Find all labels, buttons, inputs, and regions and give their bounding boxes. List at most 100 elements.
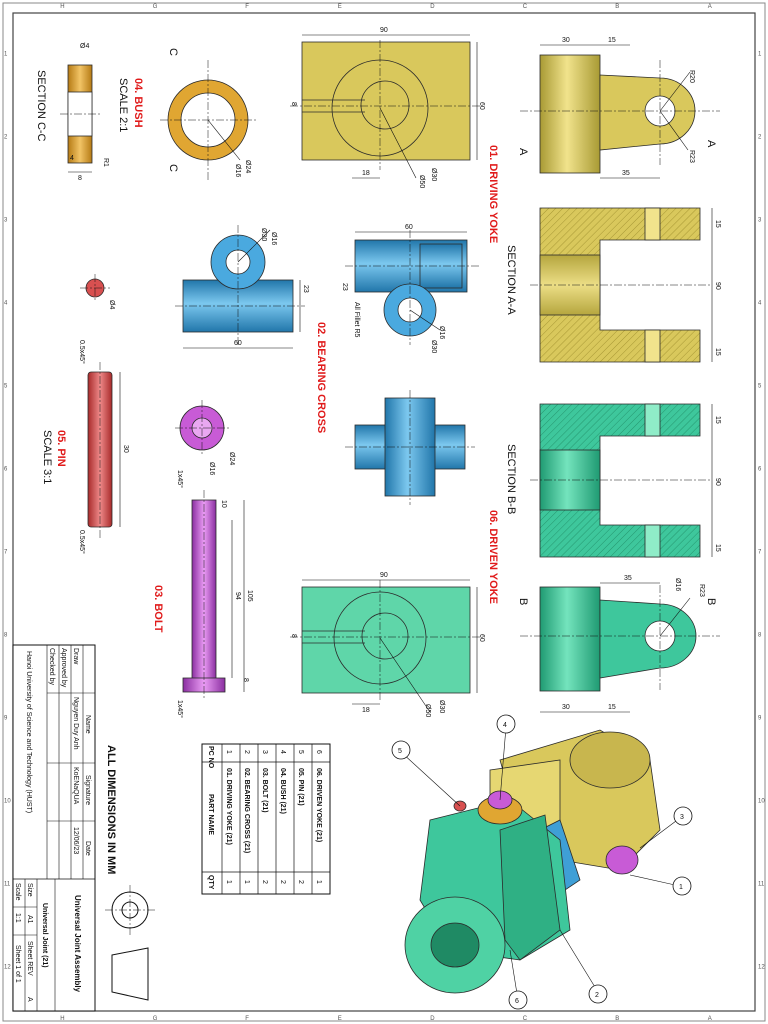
dim-dvp-60: 60 (478, 634, 485, 642)
pin-scale: SCALE 3:1 (41, 430, 53, 484)
section-bb-view: 15 90 15 SECTION B-B 06. DRIVEN YOKE (487, 403, 721, 604)
dim-sbb-15b: 15 (714, 544, 721, 552)
section-aa-label: SECTION A-A (505, 245, 517, 315)
svg-text:QTY: QTY (207, 875, 214, 890)
svg-text:2: 2 (243, 750, 250, 754)
section-bb-body (539, 403, 701, 558)
zone-letter: H (60, 4, 64, 10)
dim-dyp-60: 60 (478, 102, 485, 110)
svg-text:04. BUSH (21): 04. BUSH (21) (279, 768, 286, 814)
balloon-3: 3 (673, 806, 693, 826)
driven-yoke-hub (539, 586, 601, 692)
tb-checked-label: Checked by (48, 648, 55, 685)
tb-size-label: Size (26, 883, 33, 897)
cut-b-right: B (705, 598, 717, 605)
svg-text:6: 6 (515, 998, 519, 1005)
svg-text:3: 3 (680, 814, 684, 821)
assembly-bolt-head-b (605, 845, 639, 875)
zone-number: 5 (4, 384, 8, 390)
cut-a-right: A (705, 140, 717, 148)
zone-number: 12 (4, 965, 11, 971)
svg-text:1: 1 (225, 750, 232, 754)
zone-number: 10 (4, 799, 11, 805)
tb-approved-label: Approved by (60, 648, 67, 688)
dim-dvy-30: 30 (562, 704, 570, 711)
zone-number: 12 (758, 965, 765, 971)
bearing-cross-label: 02. BEARING CROSS (315, 322, 327, 433)
dim-dyp-d50: Ø50 (418, 175, 425, 188)
bom-row: 606. DRIVEN YOKE (21)1 (315, 750, 322, 884)
svg-text:06. DRIVEN YOKE (21): 06. DRIVEN YOKE (21) (315, 768, 322, 842)
balloon-1: 1 (672, 876, 692, 896)
bolt-label: 03. BOLT (152, 585, 164, 633)
svg-text:03. BOLT (21): 03. BOLT (21) (261, 768, 268, 813)
svg-text:2: 2 (279, 880, 286, 884)
bolt-side-view: 105 94 8 10 1x45° 1x45° 03. BOLT (152, 470, 253, 718)
svg-text:4: 4 (279, 750, 286, 754)
driving-yoke-label: 01. DRIVING YOKE (487, 145, 499, 243)
bom-row: 202. BEARING CROSS (21)1 (243, 750, 250, 884)
dim-bc-d16a: Ø16 (438, 326, 445, 339)
driving-yoke-plate-view: 90 60 8 18 Ø50 Ø30 (290, 27, 485, 188)
dim-bolt-8: 8 (242, 678, 249, 682)
bill-of-materials: 606. DRIVEN YOKE (21)1 505. PIN (21)2 40… (201, 743, 331, 895)
dim-dyp-90: 90 (380, 27, 388, 34)
dim-bush-8: 8 (78, 175, 82, 182)
zone-letter: D (430, 4, 435, 10)
driving-yoke-hub (539, 54, 601, 174)
tb-scale-value: 1:1 (14, 913, 21, 923)
zone-number: 8 (758, 633, 762, 639)
dim-bc-23b: 23 (302, 285, 309, 293)
bearing-cross-side-view: 60 23 Ø30 Ø16 (175, 225, 309, 349)
svg-text:05. PIN (21): 05. PIN (21) (297, 768, 304, 806)
pin-label: 05. PIN (55, 430, 67, 467)
dim-bolt-105: 105 (246, 590, 253, 602)
dim-dy-30: 30 (562, 37, 570, 44)
svg-text:1: 1 (679, 884, 683, 891)
dim-bc-d16b: Ø16 (270, 232, 277, 245)
svg-text:01. DRIVING YOKE (21): 01. DRIVING YOKE (21) (225, 768, 232, 845)
tb-sheet-rev-value: A (26, 997, 33, 1002)
dim-bolt-94: 94 (234, 592, 241, 600)
zone-letter: A (708, 1016, 712, 1022)
dim-pin-ch2: 0.5x45° (78, 530, 86, 554)
zone-number: 7 (4, 550, 8, 556)
dim-bolt-end-d24: Ø24 (228, 452, 235, 465)
driving-yoke-plate (301, 41, 471, 161)
zone-number: 2 (758, 135, 762, 141)
dim-bolt-10: 10 (220, 500, 227, 508)
svg-text:3: 3 (261, 750, 268, 754)
dim-bc-23a: 23 (341, 283, 348, 291)
dim-dvp-90: 90 (380, 572, 388, 579)
dim-pin-d4: Ø4 (108, 300, 115, 309)
svg-text:2: 2 (261, 880, 268, 884)
driving-yoke-view: 30 15 R20 35 R23 A A 01. DRIVING YOKE (487, 37, 720, 243)
dim-bc-fillet: All Fillet R5 (353, 302, 360, 338)
section-aa-view: 15 90 15 SECTION A-A (505, 207, 721, 363)
dim-dy-r23: R23 (688, 150, 695, 163)
dim-bc-60a: 60 (405, 224, 413, 231)
dim-bush-4: 4 (70, 155, 74, 162)
tb-col-name: Name (84, 715, 91, 734)
bush-front-view: Ø16 Ø24 C C 04. BUSH SCALE 2:1 (117, 48, 256, 180)
balloon-5: 5 (391, 740, 411, 760)
svg-text:PC NO: PC NO (207, 746, 214, 769)
bush-scale: SCALE 2:1 (117, 78, 129, 132)
zone-letter: H (60, 1016, 64, 1022)
dim-dvy-15: 15 (608, 704, 616, 711)
zone-letter: B (615, 4, 619, 10)
zone-letter: A (708, 4, 712, 10)
all-dimensions-note: ALL DIMENSIONS IN MM (105, 745, 117, 874)
dim-bolt-end-d16: Ø16 (208, 462, 215, 475)
svg-text:5: 5 (398, 748, 402, 755)
tb-scale-label: Scale (14, 883, 21, 901)
driven-yoke-label: 06. DRIVEN YOKE (487, 510, 499, 604)
dim-bush-d16: Ø16 (234, 164, 241, 177)
svg-text:4: 4 (503, 722, 507, 729)
tb-sheet-of: Sheet 1 of 1 (14, 945, 21, 983)
dim-dvy-r23: R23 (698, 584, 705, 597)
bom-header: PC NO PART NAME QTY (207, 746, 214, 890)
